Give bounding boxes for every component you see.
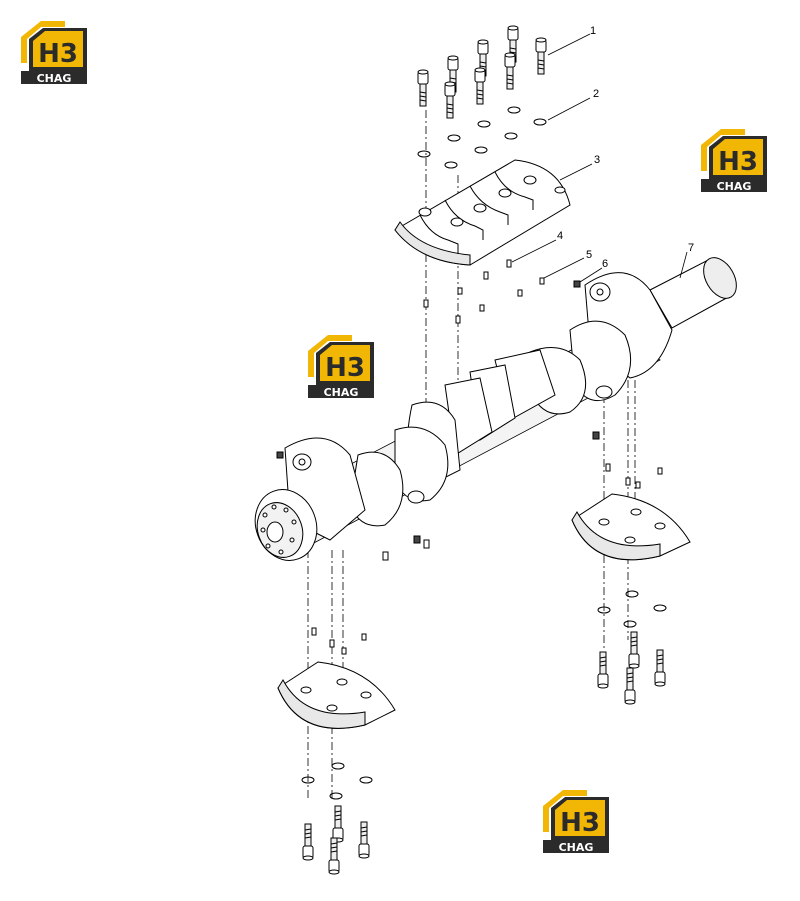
crankshaft — [254, 257, 737, 561]
bolt-group-lower-right — [597, 631, 666, 705]
callout-leaders — [511, 33, 688, 283]
svg-text:H3: H3 — [38, 39, 78, 69]
bolt — [444, 81, 456, 119]
washer-group-lower-right — [597, 590, 667, 628]
bolt — [474, 67, 486, 105]
washer — [301, 776, 315, 784]
bolt — [535, 37, 547, 75]
svg-text:H3: H3 — [560, 808, 600, 838]
svg-text:H3: H3 — [718, 147, 758, 177]
washer-group-lower-left — [301, 762, 373, 800]
brand-logo: H3 CHAG — [541, 788, 611, 854]
bolt — [597, 651, 609, 689]
washer — [444, 161, 458, 169]
callout-number: 2 — [593, 88, 599, 100]
washer — [474, 146, 488, 154]
bearing-cap-lower-right — [571, 463, 691, 561]
svg-text:CHAG: CHAG — [559, 841, 594, 854]
washer — [417, 150, 431, 158]
bolt — [507, 25, 519, 63]
bolt — [328, 837, 340, 875]
washer — [447, 134, 461, 142]
svg-text:H3: H3 — [325, 353, 365, 383]
svg-text:CHAG: CHAG — [37, 72, 72, 85]
bolt — [624, 667, 636, 705]
brand-logo: H3 CHAG — [19, 19, 89, 85]
washer — [359, 776, 373, 784]
bolt — [358, 821, 370, 859]
callout-number: 7 — [688, 242, 694, 254]
bolt — [504, 52, 516, 90]
bolt — [302, 823, 314, 861]
brand-logo: H3 CHAG — [306, 333, 376, 399]
dowel-pins-top — [423, 259, 545, 324]
callout-number: 5 — [586, 249, 592, 261]
callout-number: 3 — [594, 154, 600, 166]
washer — [507, 106, 521, 114]
washer — [504, 132, 518, 140]
callout-labels: 1 2 3 4 5 6 7 — [557, 25, 694, 270]
svg-text:CHAG: CHAG — [324, 386, 359, 399]
washer — [653, 604, 667, 612]
bolt — [477, 39, 489, 77]
callout-number: 4 — [557, 230, 563, 242]
svg-text:CHAG: CHAG — [717, 180, 752, 193]
bolt — [654, 649, 666, 687]
washer — [331, 762, 345, 770]
washer-group-top — [417, 106, 547, 169]
callout-number: 6 — [602, 258, 608, 270]
callout-number: 1 — [590, 25, 596, 37]
washer — [597, 606, 611, 614]
washer — [623, 620, 637, 628]
bearing-cap-lower-left — [277, 627, 396, 729]
bolt-group-lower-left — [302, 805, 370, 875]
washer — [329, 792, 343, 800]
brand-logo: H3 CHAG — [699, 127, 769, 193]
bolt — [417, 69, 429, 107]
bolt — [332, 805, 344, 843]
bearing-cap-set-top — [394, 159, 571, 266]
bolt — [628, 631, 640, 669]
washer — [625, 590, 639, 598]
washer — [477, 120, 491, 128]
bolt-group-top — [417, 25, 547, 119]
washer — [533, 118, 547, 126]
